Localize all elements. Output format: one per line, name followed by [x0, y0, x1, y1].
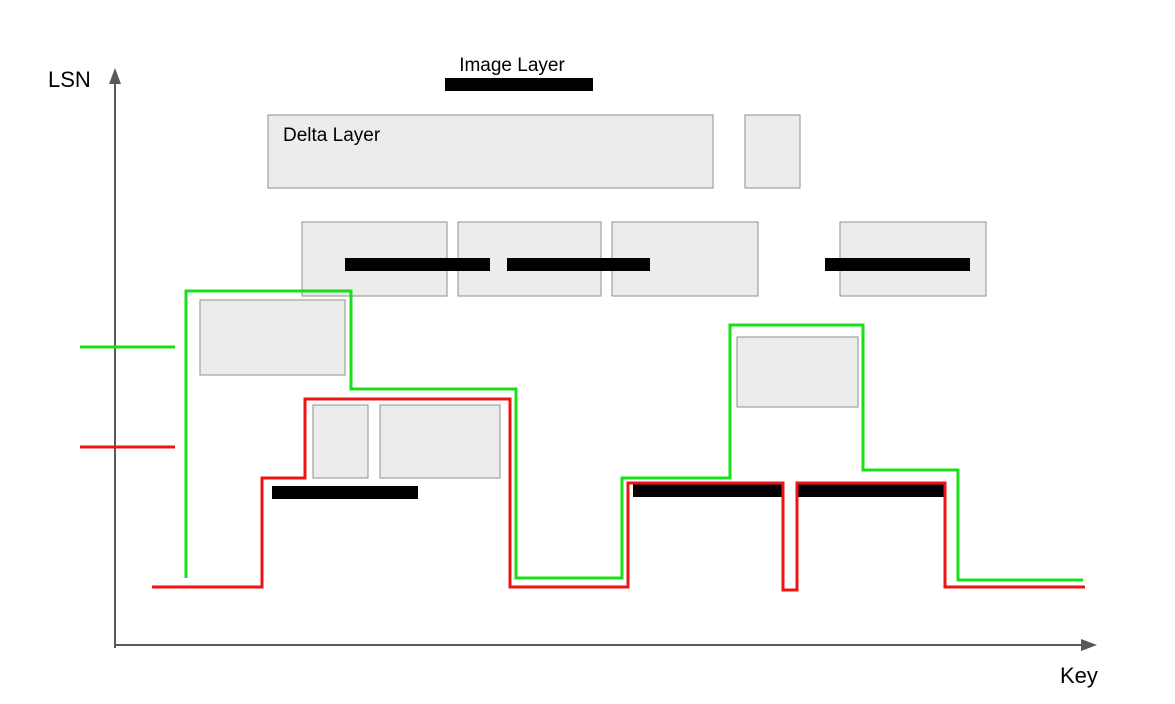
delta-layer-label: Delta Layer	[283, 125, 381, 146]
image-layer-bar-row2-3	[825, 258, 970, 271]
image-layer-bar-bottom-2	[633, 484, 783, 497]
delta-layer-rect-low-2	[379, 404, 501, 479]
x-axis-arrow	[1081, 639, 1097, 651]
image-layer-label: Image Layer	[459, 55, 565, 76]
key-axis-label: Key	[1060, 663, 1098, 688]
image-layer-bar-bottom-1	[272, 486, 418, 499]
delta-layer-rect-mid-right	[736, 336, 859, 408]
y-axis-arrow	[109, 68, 121, 84]
red-step-line	[152, 397, 1085, 592]
image-layer-bar-row2-2	[507, 258, 650, 271]
image-layer-bar-top	[445, 78, 593, 91]
delta-layer-rect-mid-left	[199, 299, 346, 376]
lsn-axis-label: LSN	[48, 67, 91, 92]
delta-layer-rect-large	[267, 114, 714, 189]
green-step-line	[184, 289, 1083, 582]
image-layer-bar-row2-1	[345, 258, 490, 271]
delta-layer-rect-low-1	[312, 404, 369, 479]
delta-layer-rect-small-top	[744, 114, 801, 189]
image-layer-bar-bottom-3	[797, 484, 945, 497]
